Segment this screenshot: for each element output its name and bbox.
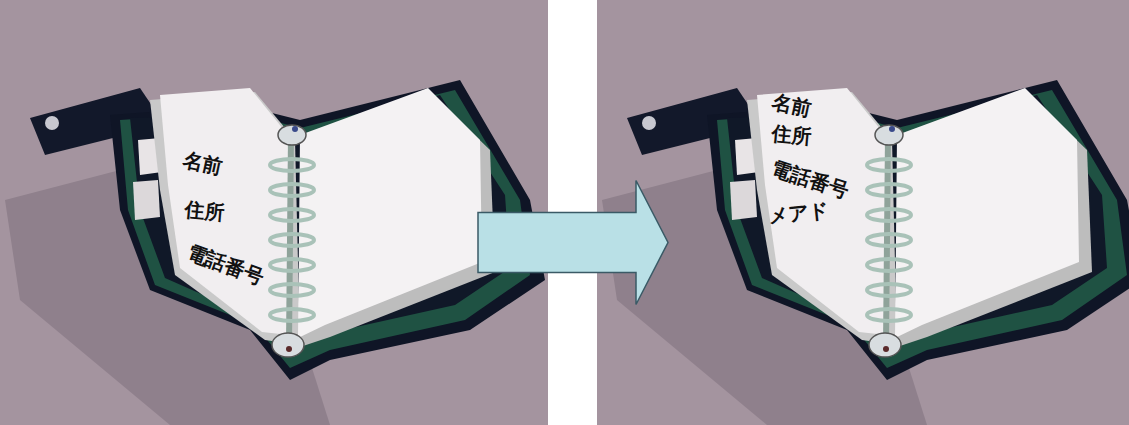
block-arrow <box>478 181 668 305</box>
notebook-drawing <box>5 80 545 425</box>
notebook-drawing <box>602 80 1129 425</box>
notebook-illustration <box>0 0 548 425</box>
notebook-illustration <box>597 0 1129 425</box>
panel <box>0 0 548 425</box>
notebook-node: 名前住所電話番号メアド <box>668 80 1113 405</box>
notebook-node: 名前住所電話番号 <box>28 80 478 405</box>
page-entry: 住所 <box>771 122 813 147</box>
page-entry: 住所 <box>184 198 226 223</box>
